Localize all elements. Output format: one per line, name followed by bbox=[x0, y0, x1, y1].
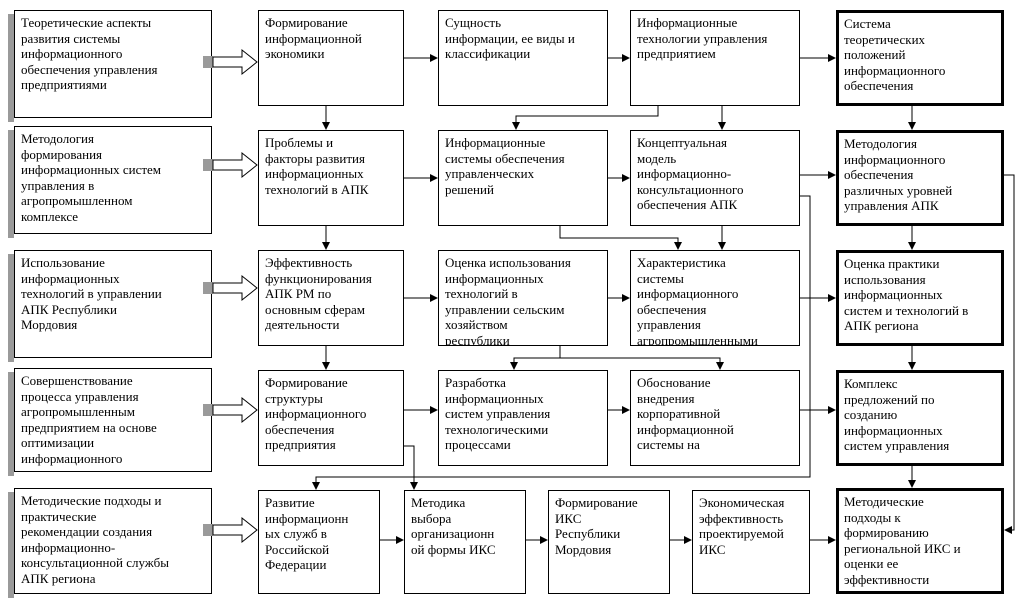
arrow-r3c3-r4c3 bbox=[510, 346, 561, 370]
box-information-essence: Сущность информации, ее виды и классифик… bbox=[438, 10, 608, 106]
block-arrow-row1 bbox=[203, 48, 258, 76]
box-shadow bbox=[8, 14, 14, 122]
box-information-economy: Формирование информационной экономики bbox=[258, 10, 404, 106]
box-theory-system: Система теоретических положений информац… bbox=[836, 10, 1004, 106]
box-methodical-approaches: Методические подходы и практические реко… bbox=[14, 488, 212, 594]
box-practice-assessment: Оценка практики использования информацио… bbox=[836, 250, 1004, 346]
arrow-r2c3-r3c4 bbox=[559, 226, 682, 250]
arrow-r1c4-r2c3 bbox=[512, 106, 659, 130]
block-arrow-row2 bbox=[203, 151, 258, 179]
box-process-improvement: Совершенствование процесса управления аг… bbox=[14, 368, 212, 472]
box-iks-mordovia: Формирование ИКС Республики Мордовия bbox=[548, 490, 670, 594]
box-it-management: Информационные технологии управления пре… bbox=[630, 10, 800, 106]
block-arrow-row3 bbox=[203, 274, 258, 302]
box-methodology-formation: Методология формирования информационных … bbox=[14, 126, 212, 234]
box-efficiency-apk: Эффективность функционирования АПК РМ по… bbox=[258, 250, 404, 346]
box-shadow bbox=[8, 492, 14, 598]
box-shadow bbox=[8, 254, 14, 362]
arrow-r3c3-r4c4 bbox=[560, 357, 724, 370]
box-methodology-levels: Методология информационного обеспечения … bbox=[836, 130, 1004, 226]
box-corporate-system: Обоснование внедрения корпоративной инфо… bbox=[630, 370, 800, 466]
box-decision-systems: Информационные системы обеспечения управ… bbox=[438, 130, 608, 226]
block-arrow-row5 bbox=[203, 516, 258, 544]
box-info-structure: Формирование структуры информационного о… bbox=[258, 370, 404, 466]
box-method-org-form: Методика выбора организационн ой формы И… bbox=[404, 490, 526, 594]
box-shadow bbox=[8, 372, 14, 476]
box-regional-iks: Методические подходы к формированию реги… bbox=[836, 488, 1004, 594]
box-info-services-russia: Развитие информационн ых служб в Российс… bbox=[258, 490, 380, 594]
box-it-usage-assessment: Оценка использования информационных техн… bbox=[438, 250, 608, 346]
box-proposals-complex: Комплекс предложений по созданию информа… bbox=[836, 370, 1004, 466]
line-r2c4-to-r5c2 bbox=[312, 195, 811, 490]
line-right-feedback bbox=[1004, 174, 1015, 534]
box-economic-efficiency: Экономическая эффективность проектируемо… bbox=[692, 490, 810, 594]
block-arrow-row4 bbox=[203, 396, 258, 424]
box-conceptual-model: Концептуальная модель информационно- кон… bbox=[630, 130, 800, 226]
box-shadow bbox=[8, 130, 14, 238]
box-system-characteristics: Характеристика системы информационного о… bbox=[630, 250, 800, 346]
box-problems-factors: Проблемы и факторы развития информационн… bbox=[258, 130, 404, 226]
arrow-r4c2-r5c3 bbox=[404, 445, 418, 490]
box-tech-process-systems: Разработка информационных систем управле… bbox=[438, 370, 608, 466]
box-it-mordovia: Использование информационных технологий … bbox=[14, 250, 212, 358]
